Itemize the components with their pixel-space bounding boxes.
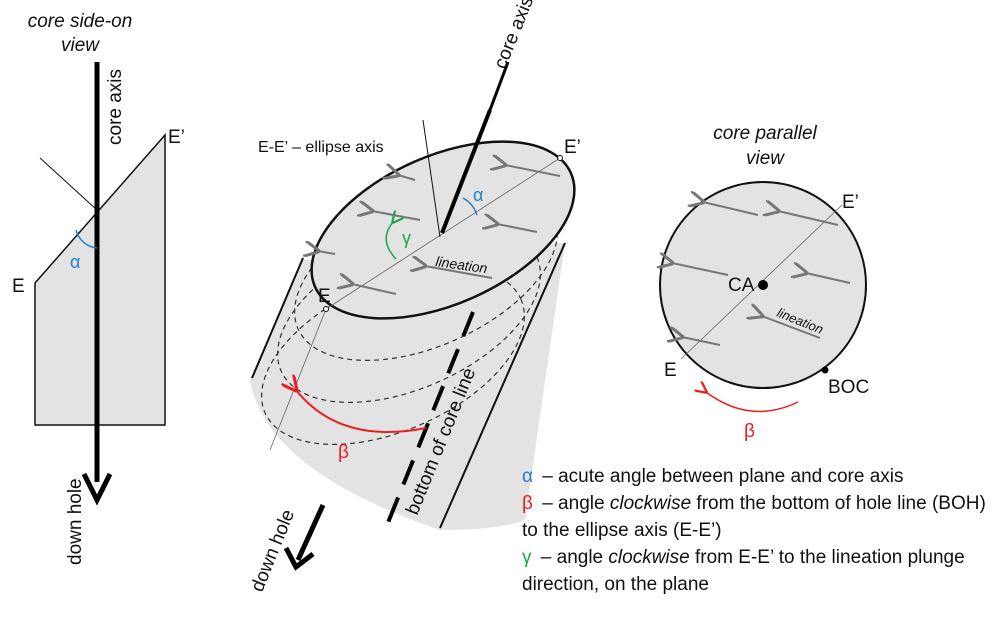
- alpha-arc: [75, 229, 98, 249]
- down-hole-label: down hole: [247, 507, 299, 595]
- beta-arc: [296, 390, 427, 434]
- parallel-view: core parallel view CA lineation E’ E BOC…: [660, 123, 869, 442]
- side-view-title-1: core side-on: [28, 11, 133, 32]
- plane-normal-line: [422, 119, 441, 238]
- core-axis-line: [440, 109, 492, 234]
- ellipse-axis-line: [325, 157, 561, 310]
- arrowhead-icon: [81, 472, 113, 506]
- e-prime-label: E’: [564, 137, 581, 158]
- core-section: [34, 133, 166, 426]
- lineation-arrows: [672, 202, 851, 346]
- legend: α – acute angle between plane and core a…: [522, 463, 992, 598]
- alpha-symbol: α: [522, 466, 533, 487]
- e-prime-label: E’: [168, 127, 185, 148]
- e-prime-point: [557, 155, 563, 161]
- beta-label: β: [338, 442, 349, 463]
- legend-text: from E-E’ to the lineation plunge direct…: [522, 547, 965, 595]
- cylinder-left-edge: [251, 257, 304, 379]
- legend-text: – acute angle between plane and core axi…: [536, 466, 904, 487]
- core-axis-point: [758, 280, 768, 290]
- gamma-arc: [385, 222, 396, 260]
- down-hole-arrow: [295, 503, 326, 562]
- gamma-symbol: γ: [522, 547, 532, 568]
- e-point: [323, 306, 329, 312]
- boc-label: BOC: [828, 377, 869, 398]
- core-axis-label: core axis: [105, 69, 126, 145]
- parallel-view-title-1: core parallel: [713, 123, 817, 144]
- boc-point: [821, 366, 829, 374]
- cylinder-body: [250, 243, 565, 530]
- parallel-view-title-2: view: [746, 148, 785, 169]
- e-label: E: [318, 286, 331, 307]
- alpha-label: α: [70, 252, 80, 272]
- legend-text: – angle: [535, 547, 609, 568]
- down-hole-label: down hole: [65, 478, 86, 565]
- legend-emphasis: clockwise: [608, 547, 690, 568]
- lineation-label: lineation: [435, 253, 489, 276]
- beta-symbol: β: [522, 493, 533, 514]
- arrowhead-icon: [283, 546, 315, 571]
- alpha-label: α: [473, 185, 483, 205]
- beta-label: β: [744, 421, 755, 442]
- e-label: E: [12, 276, 25, 297]
- cylinder-right-edge: [439, 242, 566, 529]
- e-prime-label: E’: [842, 192, 859, 213]
- legend-beta: β – angle clockwise from the bottom of h…: [522, 490, 992, 544]
- legend-alpha: α – acute angle between plane and core a…: [522, 463, 992, 490]
- legend-emphasis: clockwise: [609, 493, 692, 514]
- ellipse-axis-label: E-E’ – ellipse axis: [258, 139, 384, 156]
- e-label: E: [664, 360, 677, 381]
- side-on-view: core side-on view α E E’ core axis down …: [12, 11, 185, 565]
- core-axis-line-top: [488, 61, 510, 111]
- legend-gamma: γ – angle clockwise from E-E’ to the lin…: [522, 544, 992, 598]
- legend-text: from the bottom of hole line (BOH) to th…: [522, 493, 986, 541]
- side-view-title-2: view: [61, 35, 100, 56]
- plane-normal-line: [39, 157, 98, 211]
- core-axis-label: core axis: [490, 0, 538, 72]
- cylinder-view: α γ lineation bottom of core line β down…: [247, 0, 581, 595]
- legend-text: – angle: [536, 493, 610, 514]
- alpha-arc: [462, 197, 478, 216]
- beta-arc: [706, 392, 799, 413]
- gamma-label: γ: [402, 228, 411, 248]
- ca-label: CA: [728, 275, 755, 296]
